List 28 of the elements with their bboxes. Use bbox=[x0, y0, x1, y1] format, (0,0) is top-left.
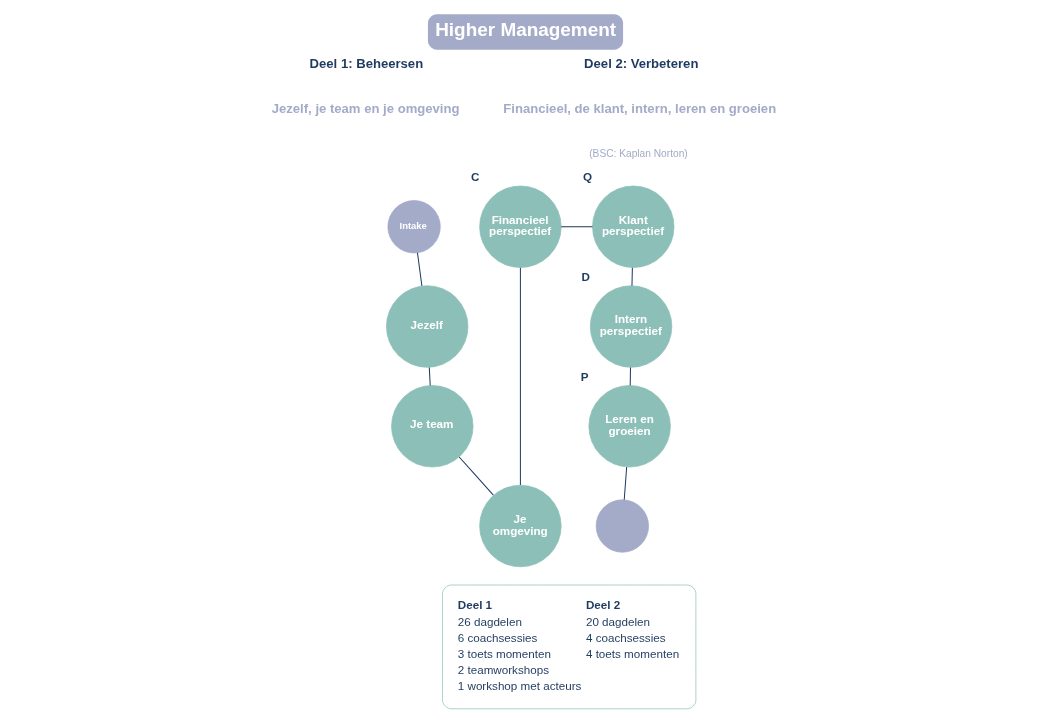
node-circle: Jezelf bbox=[385, 285, 468, 368]
diagram-title: Higher Management bbox=[434, 19, 616, 41]
node-box: Deel 1 Deel 2 26 dagdelen 20 dagdelen 6 coachsessies 4 coachsessies 3 toets momenten 4 toets momenten 2 teamworkshops 1 workshop met acteurs bbox=[441, 584, 696, 710]
label: Deel 1: Beheersen bbox=[309, 56, 423, 72]
connector bbox=[519, 267, 521, 486]
connector bbox=[416, 252, 422, 287]
connector bbox=[629, 367, 631, 386]
node-circle: Je team bbox=[390, 385, 473, 468]
node-circle: Leren en groeien bbox=[588, 385, 671, 468]
node-circle: Je omgeving bbox=[478, 484, 562, 568]
label: Financieel, de klant, intern, leren en groeien bbox=[502, 100, 776, 116]
label: Jezelf, je team en je omgeving bbox=[271, 100, 459, 116]
node-label: Q bbox=[582, 170, 592, 184]
node-label: D bbox=[581, 270, 590, 284]
node-label: C bbox=[470, 170, 479, 184]
connector bbox=[458, 456, 494, 496]
node-circle: Intern perspectief bbox=[589, 285, 672, 368]
connector bbox=[428, 367, 431, 386]
node-circle: Financieel perspectief bbox=[478, 185, 562, 268]
node-label: P bbox=[580, 369, 589, 383]
node-circle: Intake bbox=[387, 200, 441, 254]
connector bbox=[623, 466, 627, 501]
label: Deel 2: Verbeteren bbox=[583, 56, 698, 72]
node-circle bbox=[595, 499, 649, 553]
connector bbox=[630, 267, 633, 287]
connector bbox=[560, 226, 593, 228]
node-circle: Klant perspectief bbox=[591, 185, 674, 268]
label: (BSC: Kaplan Norton) bbox=[588, 148, 688, 160]
